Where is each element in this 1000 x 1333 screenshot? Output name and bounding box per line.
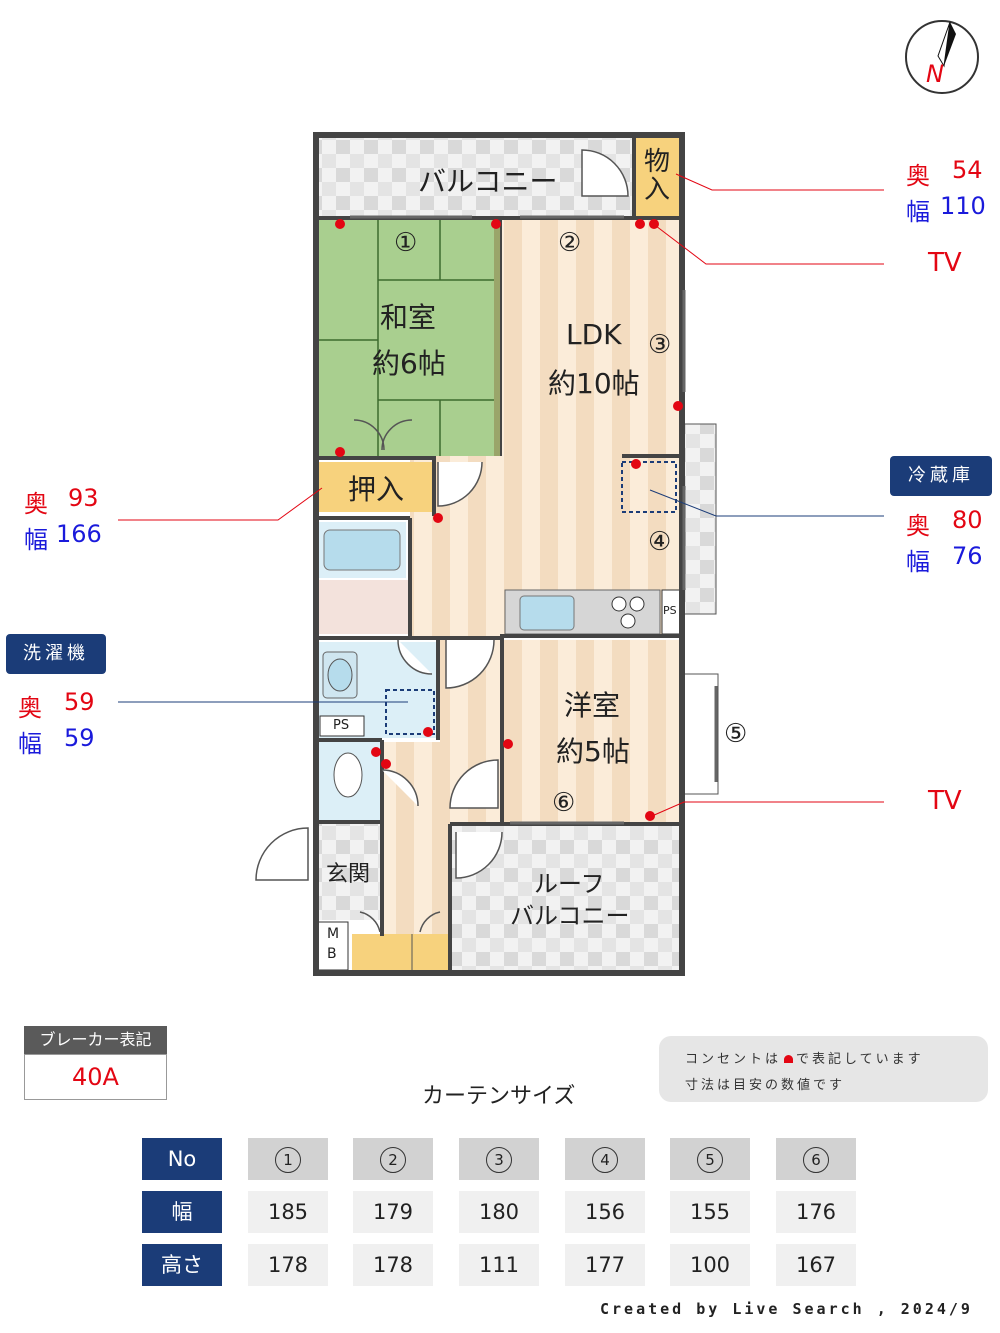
curtain-no-6: 6 bbox=[776, 1138, 856, 1180]
storage-area bbox=[636, 137, 680, 217]
curtain-no-value: 2 bbox=[380, 1147, 406, 1173]
note-line2: 寸法は目安の数値です bbox=[685, 1078, 846, 1093]
genkan-label: 玄関 bbox=[326, 862, 371, 887]
washitsu-area bbox=[318, 220, 500, 456]
oshiire-depth-label: 奥 bbox=[24, 490, 48, 518]
storage-width-value: 110 bbox=[940, 192, 986, 220]
washer-depth-label: 奥 bbox=[18, 694, 42, 722]
curtain-height-4: 177 bbox=[565, 1244, 645, 1286]
ps-label-washroom: PS bbox=[333, 718, 350, 733]
storage-depth-value: 54 bbox=[952, 156, 983, 184]
oshiire-width-value: 166 bbox=[56, 520, 102, 548]
washer-width-label: 幅 bbox=[18, 730, 42, 758]
storage-width-label: 幅 bbox=[906, 198, 930, 226]
ldk-label: LDK bbox=[566, 318, 622, 351]
curtain-width-4: 156 bbox=[565, 1191, 645, 1233]
fridge-width-label: 幅 bbox=[906, 548, 930, 576]
mb-label-2: B bbox=[327, 946, 337, 962]
fridge-tag: 冷蔵庫 bbox=[890, 456, 992, 496]
curtain-no-value: 5 bbox=[697, 1147, 723, 1173]
window-marker-4: ④ bbox=[648, 527, 672, 557]
window-marker-5: ⑤ bbox=[724, 719, 748, 749]
curtain-title: カーテンサイズ bbox=[422, 1084, 576, 1109]
roof-balcony-label-2: バルコニー bbox=[510, 902, 630, 930]
genkan-area bbox=[318, 822, 380, 920]
note-line1: コンセントは bbox=[685, 1052, 782, 1067]
ldk-size: 約10帖 bbox=[548, 367, 640, 400]
curtain-width-6: 176 bbox=[776, 1191, 856, 1233]
curtain-no-4: 4 bbox=[565, 1138, 645, 1180]
roof-balcony-label-1: ルーフ bbox=[534, 870, 605, 898]
curtain-width-5: 155 bbox=[670, 1191, 750, 1233]
fridge-depth-value: 80 bbox=[952, 506, 983, 534]
balcony-label: バルコニー bbox=[418, 165, 558, 198]
curtain-no-1: 1 bbox=[248, 1138, 328, 1180]
curtain-height-1: 178 bbox=[248, 1244, 328, 1286]
window-marker-3: ③ bbox=[648, 330, 672, 360]
breaker-value: 40A bbox=[24, 1054, 167, 1100]
storage-depth-label: 奥 bbox=[906, 162, 930, 190]
oshiire-area bbox=[318, 462, 434, 512]
window-marker-1: ① bbox=[394, 228, 418, 258]
curtain-no-value: 4 bbox=[592, 1147, 618, 1173]
curtain-width-1: 185 bbox=[248, 1191, 328, 1233]
washer-width-value: 59 bbox=[64, 724, 95, 752]
ps-label-kitchen: PS bbox=[663, 604, 677, 617]
storage-label: 物入 bbox=[644, 147, 671, 205]
floor-plan bbox=[118, 20, 979, 976]
curtain-width-3: 180 bbox=[459, 1191, 539, 1233]
footer-credit: Created by Live Search , 2024/9 bbox=[600, 1300, 973, 1318]
window-marker-2: ② bbox=[558, 228, 582, 258]
outlet-dot-icon bbox=[784, 1055, 794, 1063]
washitsu-size: 約6帖 bbox=[372, 347, 446, 380]
curtain-no-value: 1 bbox=[275, 1147, 301, 1173]
row-label-width: 幅 bbox=[142, 1191, 222, 1233]
curtain-no-5: 5 bbox=[670, 1138, 750, 1180]
curtain-height-3: 111 bbox=[459, 1244, 539, 1286]
ldk-area bbox=[500, 220, 680, 635]
tv-label-bottom: TV bbox=[928, 786, 962, 816]
washer-depth-value: 59 bbox=[64, 688, 95, 716]
row-label-height: 高さ bbox=[142, 1244, 222, 1286]
oshiire-depth-value: 93 bbox=[68, 484, 99, 512]
curtain-no-2: 2 bbox=[353, 1138, 433, 1180]
curtain-height-2: 178 bbox=[353, 1244, 433, 1286]
window-marker-6: ⑥ bbox=[552, 788, 576, 818]
curtain-no-value: 3 bbox=[486, 1147, 512, 1173]
tv-label-top: TV bbox=[928, 248, 962, 278]
curtain-no-value: 6 bbox=[803, 1147, 829, 1173]
curtain-no-3: 3 bbox=[459, 1138, 539, 1180]
oshiire-label: 押入 bbox=[348, 473, 405, 506]
fridge-depth-label: 奥 bbox=[906, 512, 930, 540]
breaker-label: ブレーカー表記 bbox=[24, 1026, 167, 1054]
yoshitsu-area bbox=[502, 640, 680, 822]
mb-label-1: M bbox=[327, 926, 340, 942]
compass-north-label: N bbox=[926, 60, 944, 88]
curtain-height-6: 167 bbox=[776, 1244, 856, 1286]
yoshitsu-size: 約5帖 bbox=[556, 735, 630, 768]
notes-box: コンセントはで表記しています 寸法は目安の数値です bbox=[659, 1036, 988, 1102]
washer-tag: 洗濯機 bbox=[6, 634, 106, 674]
fridge-width-value: 76 bbox=[952, 542, 983, 570]
row-label-no: No bbox=[142, 1138, 222, 1180]
curtain-width-2: 179 bbox=[353, 1191, 433, 1233]
note-line1b: で表記しています bbox=[796, 1052, 924, 1067]
washitsu-label: 和室 bbox=[380, 301, 437, 334]
oshiire-width-label: 幅 bbox=[24, 526, 48, 554]
curtain-height-5: 100 bbox=[670, 1244, 750, 1286]
yoshitsu-label: 洋室 bbox=[564, 689, 621, 722]
